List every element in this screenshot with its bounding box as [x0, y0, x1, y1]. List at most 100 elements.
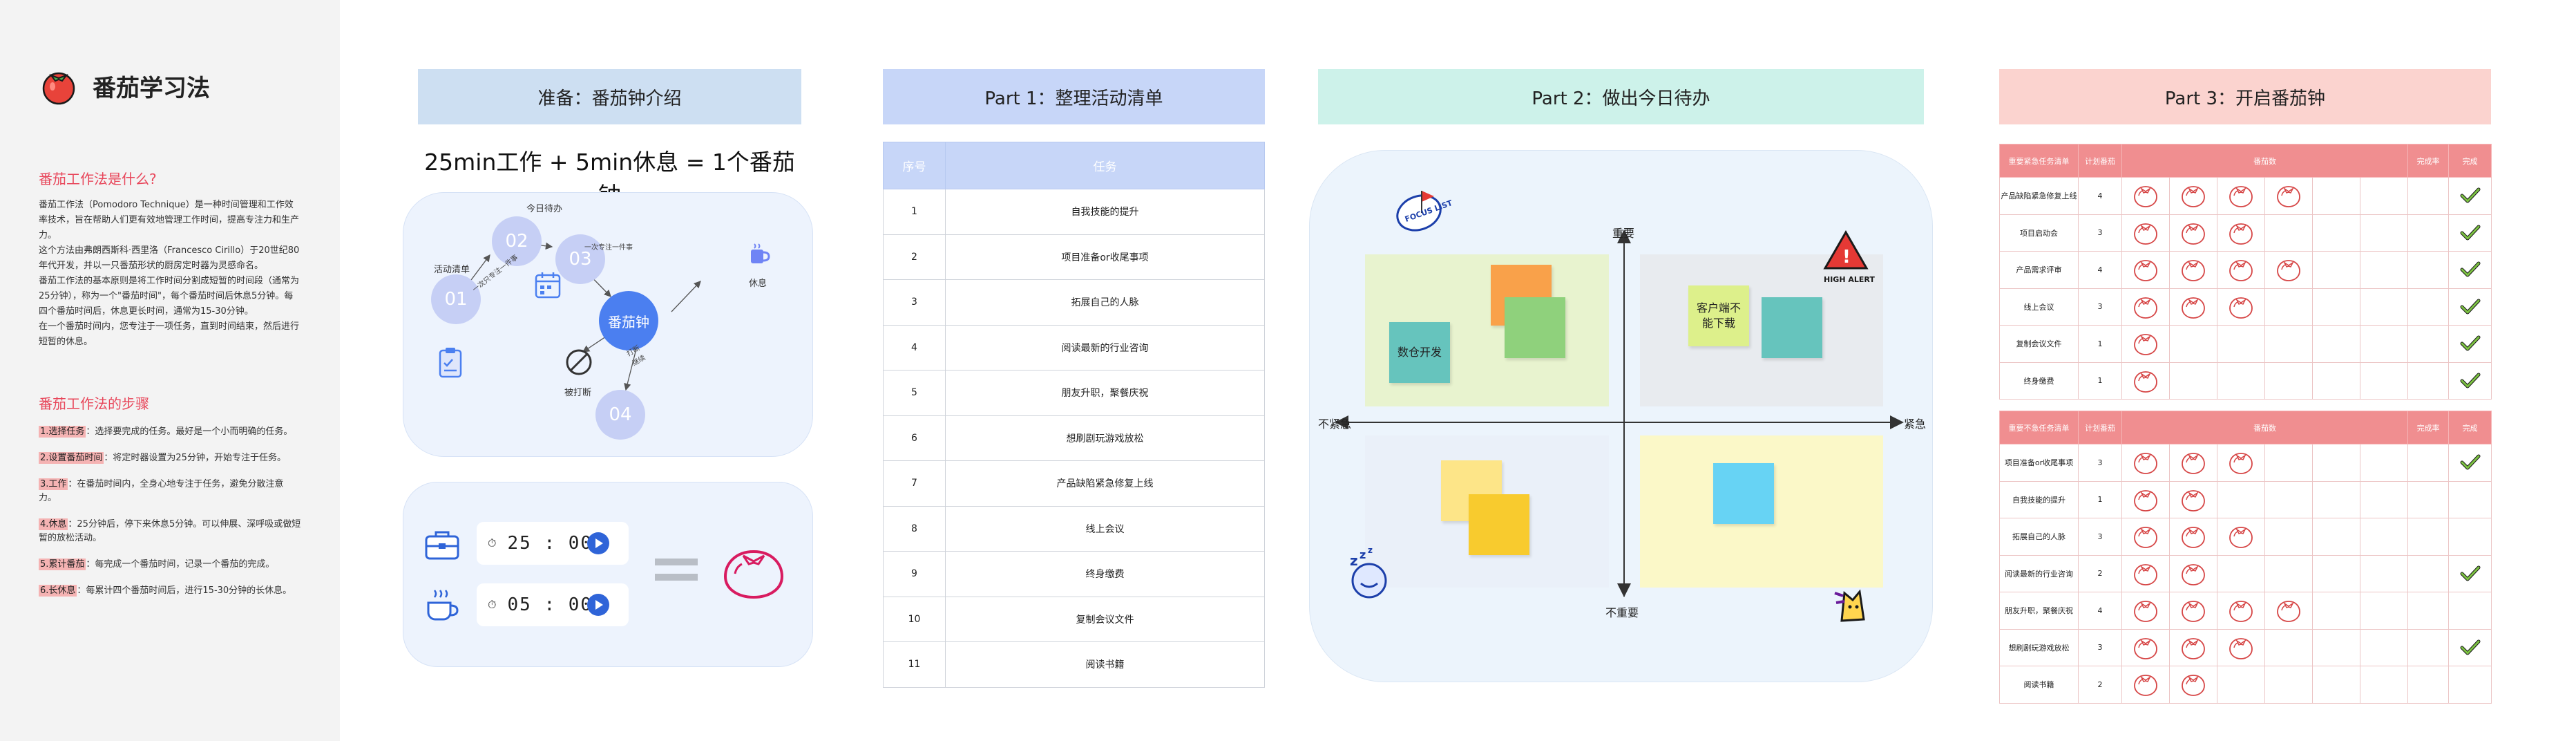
tomato-cell[interactable] — [2121, 554, 2170, 592]
tomato-cell[interactable] — [2359, 628, 2409, 666]
tomato-cell[interactable] — [2217, 325, 2265, 363]
tomato-cell[interactable] — [2217, 480, 2265, 518]
tomato-cell[interactable] — [2121, 288, 2170, 326]
tomato-cell[interactable] — [2169, 480, 2217, 518]
tomato-cell[interactable] — [2264, 666, 2313, 704]
work-timer[interactable]: ⏱ 25 : 00 — [477, 522, 629, 565]
tomato-cell[interactable] — [2121, 214, 2170, 252]
tomato-cell[interactable] — [2264, 518, 2313, 556]
tomato-cell[interactable] — [2217, 554, 2265, 592]
tomato-cell[interactable] — [2264, 177, 2313, 215]
tomato-cell[interactable] — [2217, 666, 2265, 704]
row-done[interactable] — [2448, 362, 2492, 400]
row-done[interactable] — [2448, 628, 2492, 666]
tomato-cell[interactable] — [2264, 628, 2313, 666]
tomato-cell[interactable] — [2169, 592, 2217, 630]
sticky-note-dataset[interactable]: 数仓开发 — [1389, 322, 1450, 383]
tomato-cell[interactable] — [2264, 214, 2313, 252]
tomato-cell[interactable] — [2264, 288, 2313, 326]
tomato-cell[interactable] — [2264, 325, 2313, 363]
sticky-note-blue[interactable] — [1713, 463, 1774, 524]
tomato-cell[interactable] — [2169, 177, 2217, 215]
tomato-cell[interactable] — [2217, 592, 2265, 630]
sticky-note-customer[interactable]: 客户端不能下载 — [1688, 285, 1749, 346]
tomato-cell[interactable] — [2359, 444, 2409, 482]
tomato-cell[interactable] — [2359, 214, 2409, 252]
row-done[interactable] — [2448, 592, 2492, 630]
tomato-cell[interactable] — [2359, 325, 2409, 363]
tomato-cell[interactable] — [2312, 518, 2360, 556]
tomato-cell[interactable] — [2121, 628, 2170, 666]
play-button[interactable] — [587, 532, 609, 554]
tomato-cell[interactable] — [2121, 592, 2170, 630]
tomato-cell[interactable] — [2169, 628, 2217, 666]
tomato-cell[interactable] — [2169, 362, 2217, 400]
tomato-cell[interactable] — [2217, 288, 2265, 326]
tomato-cell[interactable] — [2169, 288, 2217, 326]
tomato-cell[interactable] — [2359, 480, 2409, 518]
tomato-cell[interactable] — [2312, 666, 2360, 704]
row-done[interactable] — [2448, 214, 2492, 252]
tomato-cell[interactable] — [2312, 362, 2360, 400]
row-done[interactable] — [2448, 444, 2492, 482]
tomato-cell[interactable] — [2359, 362, 2409, 400]
tomato-cell[interactable] — [2312, 592, 2360, 630]
tomato-cell[interactable] — [2359, 518, 2409, 556]
tomato-cell[interactable] — [2169, 251, 2217, 289]
tomato-cell[interactable] — [2169, 444, 2217, 482]
sticky-note-green[interactable] — [1505, 297, 1565, 358]
tomato-cell[interactable] — [2217, 362, 2265, 400]
tomato-cell[interactable] — [2312, 554, 2360, 592]
row-done[interactable] — [2448, 554, 2492, 592]
tomato-cell[interactable] — [2312, 480, 2360, 518]
tomato-cell[interactable] — [2264, 480, 2313, 518]
tomato-cell[interactable] — [2121, 480, 2170, 518]
tomato-cell[interactable] — [2264, 362, 2313, 400]
tomato-cell[interactable] — [2359, 288, 2409, 326]
tomato-cell[interactable] — [2264, 554, 2313, 592]
tomato-cell[interactable] — [2169, 518, 2217, 556]
tomato-cell[interactable] — [2359, 554, 2409, 592]
tomato-cell[interactable] — [2169, 214, 2217, 252]
row-done[interactable] — [2448, 251, 2492, 289]
tomato-cell[interactable] — [2312, 177, 2360, 215]
row-done[interactable] — [2448, 666, 2492, 704]
sticky-note-yellow[interactable] — [1469, 494, 1529, 555]
tomato-cell[interactable] — [2312, 214, 2360, 252]
tomato-cell[interactable] — [2312, 325, 2360, 363]
tomato-cell[interactable] — [2359, 251, 2409, 289]
tomato-cell[interactable] — [2217, 251, 2265, 289]
row-done[interactable] — [2448, 518, 2492, 556]
tomato-cell[interactable] — [2121, 518, 2170, 556]
tomato-cell[interactable] — [2217, 214, 2265, 252]
tomato-cell[interactable] — [2121, 251, 2170, 289]
tomato-cell[interactable] — [2217, 628, 2265, 666]
tomato-cell[interactable] — [2169, 666, 2217, 704]
tomato-cell[interactable] — [2264, 251, 2313, 289]
rest-timer[interactable]: ⏱ 05 : 00 — [477, 583, 629, 626]
tomato-cell[interactable] — [2312, 444, 2360, 482]
row-done[interactable] — [2448, 480, 2492, 518]
